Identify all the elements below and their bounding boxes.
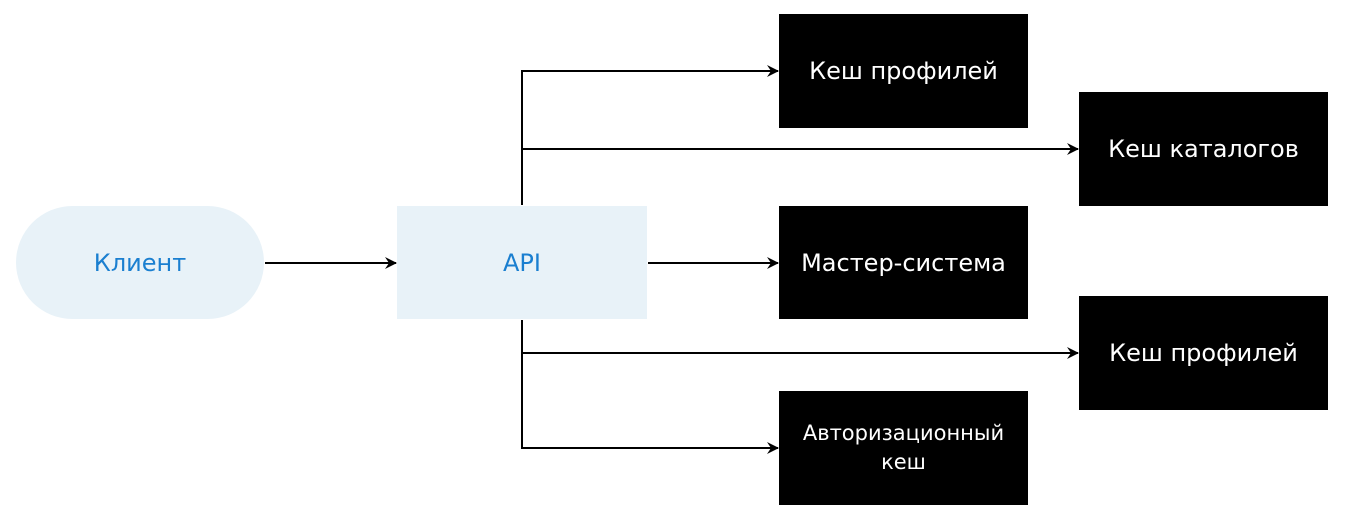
- client-label: Клиент: [93, 248, 187, 277]
- client-node: Клиент: [16, 206, 264, 319]
- catalog-cache-label: Кеш каталогов: [1108, 135, 1299, 163]
- auth-cache-label: Авторизационный кеш: [802, 421, 1005, 474]
- api-node: API: [397, 206, 647, 319]
- profiles-cache-bottom-label: Кеш профилей: [1109, 339, 1298, 367]
- auth-cache-node: Авторизационный кеш: [779, 391, 1028, 505]
- profiles-cache-top-node: Кеш профилей: [779, 14, 1028, 128]
- api-label: API: [503, 248, 541, 277]
- profiles-cache-bottom-node: Кеш профилей: [1079, 296, 1328, 410]
- edge-api-profiles-cache-top: [521, 65, 779, 205]
- catalog-cache-node: Кеш каталогов: [1079, 92, 1328, 206]
- edge-api-auth-cache: [521, 320, 779, 454]
- profiles-cache-top-label: Кеш профилей: [809, 57, 998, 85]
- master-system-label: Мастер-система: [801, 248, 1006, 277]
- master-system-node: Мастер-система: [779, 206, 1028, 319]
